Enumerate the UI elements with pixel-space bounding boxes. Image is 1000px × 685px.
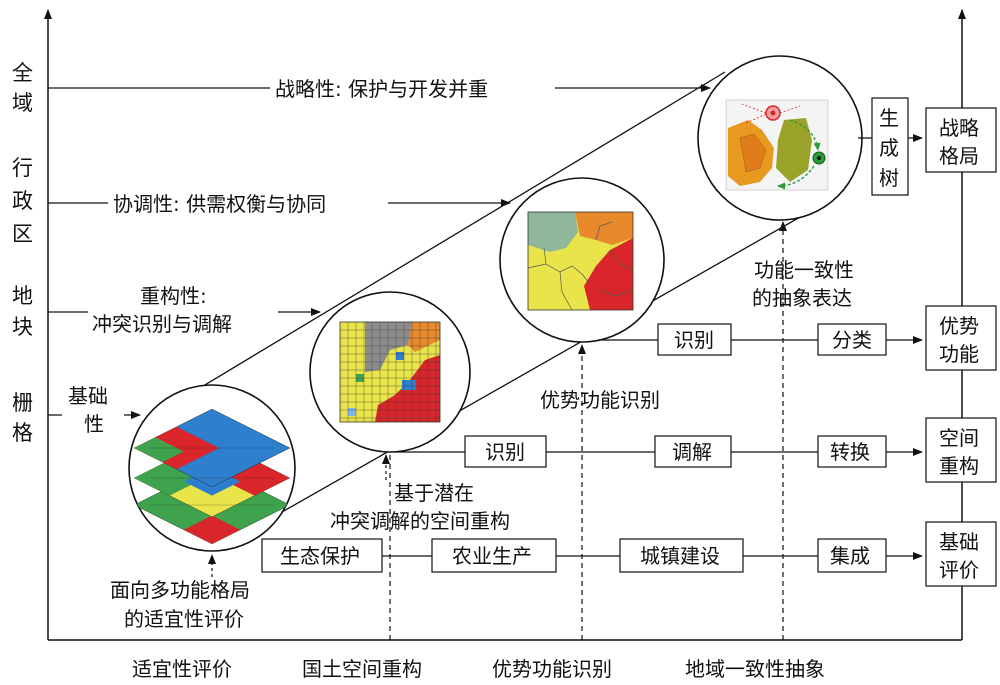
xlabel-abstraction: 地域一致性抽象 <box>685 657 825 681</box>
tube-upper-line <box>149 71 726 419</box>
box-tree <box>871 97 909 196</box>
out-basic <box>925 521 997 587</box>
box-tree-label-1: 生 <box>879 106 899 130</box>
box-agri-label: 农业生产 <box>452 544 532 568</box>
circle-suitability <box>128 384 296 552</box>
label-basic-2: 性 <box>84 412 104 436</box>
out-reconstruct-1: 空间 <box>939 426 979 450</box>
out-basic-2: 评价 <box>939 558 979 582</box>
box-conflict-transform-label: 转换 <box>830 440 870 464</box>
box-dominant-classify <box>817 323 887 356</box>
out-basic-1: 基础 <box>939 530 979 554</box>
box-dominant-identify <box>657 323 732 356</box>
caption-abstraction-1: 功能一致性 <box>754 258 854 282</box>
out-strategy-2: 格局 <box>939 144 979 168</box>
xlabel-reconstruction: 国土空间重构 <box>302 657 422 681</box>
raster-grid <box>339 321 441 423</box>
ylabel-region-2: 域 <box>12 91 33 115</box>
ylabel-grid-1: 栅 <box>12 391 33 415</box>
box-dominant-classify-label: 分类 <box>832 328 872 352</box>
out-reconstruct <box>925 417 997 483</box>
circle-dominant <box>499 177 665 343</box>
xlabel-dominant: 优势功能识别 <box>492 657 612 681</box>
xlabel-suitability: 适宜性评价 <box>132 657 232 681</box>
caption-suitability-1: 面向多功能格局 <box>110 578 250 602</box>
tube-lower-line <box>267 199 831 521</box>
box-integrate <box>817 538 887 573</box>
box-urban-label: 城镇建设 <box>640 544 720 568</box>
box-conflict-transform <box>817 435 887 468</box>
box-tree-label-2: 成 <box>879 136 899 160</box>
caption-dominant: 优势功能识别 <box>540 388 660 412</box>
label-reconstruction-2: 冲突识别与调解 <box>92 312 232 336</box>
ylabel-district-1: 行 <box>12 156 33 180</box>
box-eco-label: 生态保护 <box>280 544 360 568</box>
out-dominant-1: 优势 <box>939 314 979 338</box>
ylabel-district-3: 区 <box>12 222 33 246</box>
strategy-map <box>725 99 829 191</box>
ylabel-parcel-2: 块 <box>12 315 33 339</box>
box-integrate-label: 集成 <box>830 544 870 568</box>
ylabel-district-2: 政 <box>12 189 33 213</box>
box-conflict-mediate <box>654 435 732 468</box>
box-conflict-identify-label: 识别 <box>485 440 525 464</box>
out-strategy-1: 战略 <box>939 116 979 140</box>
box-conflict-mediate-label: 调解 <box>672 440 712 464</box>
box-eco <box>261 538 383 573</box>
caption-reconstruction-1: 基于潜在 <box>394 481 474 505</box>
label-coordination: 协调性: 供需权衡与协同 <box>113 192 326 216</box>
caption-abstraction-2: 的抽象表达 <box>752 286 852 310</box>
box-agri <box>431 538 557 573</box>
ylabel-region-1: 全 <box>12 61 33 85</box>
out-dominant-2: 功能 <box>939 342 979 366</box>
caption-suitability-2: 的适宜性评价 <box>124 607 244 631</box>
box-conflict-identify <box>464 435 547 468</box>
ylabel-grid-2: 格 <box>12 421 33 445</box>
box-urban <box>619 538 744 573</box>
label-reconstruction-1: 重构性: <box>140 284 207 308</box>
label-basic-1: 基础 <box>68 384 108 408</box>
out-reconstruct-2: 重构 <box>939 454 979 478</box>
out-dominant <box>925 305 997 371</box>
caption-reconstruction-2: 冲突调解的空间重构 <box>330 509 510 533</box>
parcel-map <box>527 211 634 311</box>
box-dominant-identify-label: 识别 <box>674 328 714 352</box>
circle-strategy <box>697 55 863 221</box>
out-strategy <box>925 107 997 173</box>
ylabel-parcel-1: 地 <box>12 284 33 308</box>
box-tree-label-3: 树 <box>879 166 899 190</box>
circle-reconstruction <box>309 291 471 453</box>
label-strategic: 战略性: 保护与开发并重 <box>275 77 488 101</box>
